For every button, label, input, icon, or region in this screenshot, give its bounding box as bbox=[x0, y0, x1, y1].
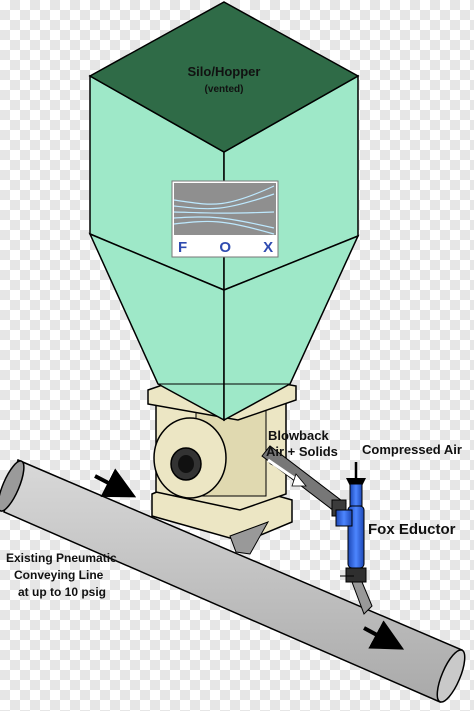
fox-eductor bbox=[335, 462, 373, 615]
blowback-pipe bbox=[261, 445, 347, 517]
conveying-line-label-2: Conveying Line bbox=[14, 568, 104, 582]
silo-hopper bbox=[88, 1, 360, 422]
conveying-line-label-1: Existing Pneumatic bbox=[6, 551, 117, 565]
compressed-air-label: Compressed Air bbox=[362, 442, 462, 457]
conveying-line-label-3: at up to 10 psig bbox=[18, 585, 106, 599]
logo-text: F O X bbox=[178, 239, 287, 256]
silo-title: Silo/Hopper bbox=[188, 64, 261, 79]
silo-subtitle: (vented) bbox=[205, 84, 244, 95]
fox-eductor-label: Fox Eductor bbox=[368, 521, 456, 538]
blowback-label-line2: Air + Solids bbox=[266, 444, 338, 459]
conveying-pipe bbox=[0, 458, 466, 703]
flow-arrow-left bbox=[94, 468, 137, 498]
blowback-label-line1: Blowback bbox=[268, 428, 329, 443]
fox-logo: F O X bbox=[171, 180, 287, 258]
flow-arrow-right bbox=[363, 620, 405, 650]
